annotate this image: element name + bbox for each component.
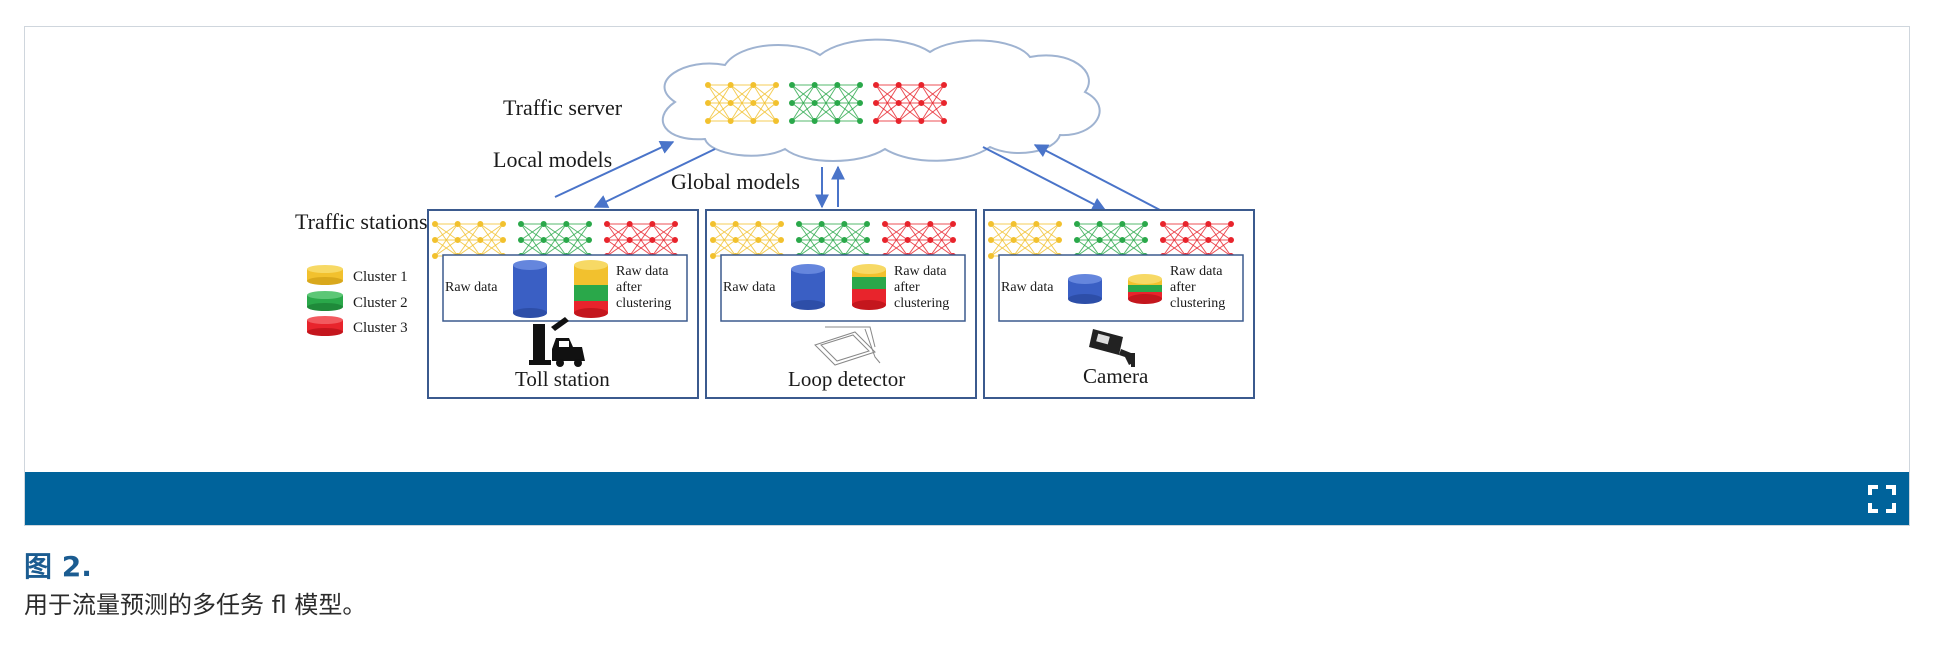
neural-network-cluster-1 <box>705 82 779 124</box>
neural-network-cluster-3 <box>1160 221 1234 259</box>
svg-text:Cluster 3: Cluster 3 <box>353 320 408 336</box>
toll-station-icon <box>529 317 585 367</box>
neural-network-cluster-2 <box>789 82 863 124</box>
local-models-arrow <box>554 140 675 198</box>
toll-clustered-database-icon <box>574 260 608 318</box>
figure-frame: Traffic server Local models Global model… <box>24 26 1910 526</box>
loop-detector-icon <box>814 326 881 366</box>
neural-network-cluster-1 <box>988 221 1062 259</box>
expand-icon[interactable] <box>1867 484 1897 514</box>
camera-raw-label: Raw data <box>1001 280 1054 295</box>
station-loop: Raw data Raw data after clustering <box>705 209 977 399</box>
model-exchange-arrows <box>554 140 1161 211</box>
neural-network-cluster-3 <box>873 82 947 124</box>
traffic-server-label: Traffic server <box>503 95 623 120</box>
traffic-server-cloud <box>661 38 1101 162</box>
global-models-arrow <box>593 148 716 208</box>
station-camera: Raw data Raw data after clustering <box>983 209 1255 399</box>
global-models-label: Global models <box>671 169 800 194</box>
loop-clustered-database-icon <box>852 264 886 310</box>
figure-caption-text: 用于流量预测的多任务 fl 模型。 <box>24 591 367 619</box>
toll-station-name: Toll station <box>515 367 610 391</box>
legend-cluster-3: Cluster 3 <box>307 316 408 336</box>
neural-network-cluster-1 <box>710 221 784 259</box>
svg-text:Cluster 1: Cluster 1 <box>353 269 408 285</box>
figure-number: 图 2. <box>24 550 92 583</box>
server-neural-networks <box>705 82 947 124</box>
local-models-label: Local models <box>493 147 612 172</box>
loop-data-panel <box>720 254 966 322</box>
camera-name: Camera <box>1083 364 1149 388</box>
camera-to-server-arrow <box>1033 144 1161 211</box>
camera-after-label: Raw data after clustering <box>1170 264 1226 311</box>
toll-raw-database-icon <box>513 260 547 318</box>
traffic-stations-label: Traffic stations <box>295 209 428 234</box>
figure-diagram[interactable]: Traffic server Local models Global model… <box>25 27 1911 472</box>
loop-raw-label: Raw data <box>723 280 776 295</box>
toll-after-label: Raw data after clustering <box>616 264 672 311</box>
loop-raw-database-icon <box>791 264 825 310</box>
global-to-camera-arrow <box>982 146 1107 211</box>
legend-cluster-1: Cluster 1 <box>307 265 408 285</box>
camera-icon <box>1089 329 1135 367</box>
cluster-legend: Cluster 1 Cluster 2 Cluster 3 <box>307 265 408 336</box>
station-toll: Raw data Raw data after clustering <box>427 209 699 399</box>
legend-cluster-2: Cluster 2 <box>307 291 408 311</box>
camera-neural-networks <box>988 221 1234 259</box>
loop-detector-name: Loop detector <box>788 367 905 391</box>
figure-caption: 图 2. 用于流量预测的多任务 fl 模型。 <box>24 548 1904 624</box>
figure-toolbar <box>25 472 1909 525</box>
toll-raw-label: Raw data <box>445 280 498 295</box>
camera-raw-database-icon <box>1068 274 1102 304</box>
loop-after-label: Raw data after clustering <box>894 264 950 311</box>
camera-clustered-database-icon <box>1128 274 1162 304</box>
toll-data-panel <box>442 254 688 322</box>
camera-data-panel <box>998 254 1244 322</box>
svg-text:Cluster 2: Cluster 2 <box>353 295 408 311</box>
